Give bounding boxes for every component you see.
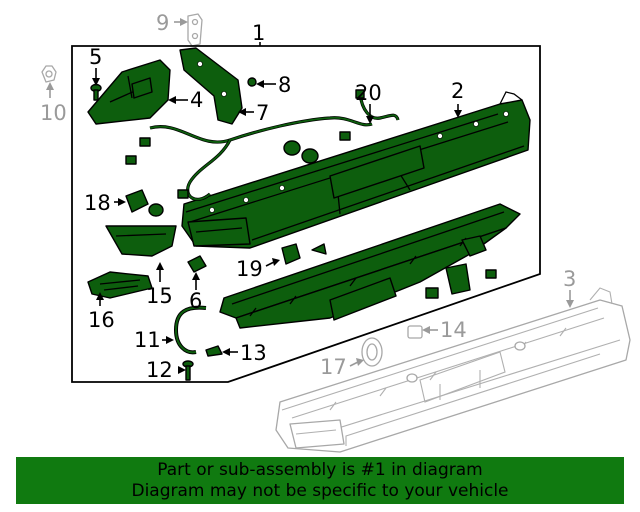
wiring-harness-part-20 xyxy=(125,89,400,201)
callout-20[interactable]: 20 xyxy=(355,81,382,105)
callout-5[interactable]: 5 xyxy=(89,45,102,69)
part-8 xyxy=(247,77,257,87)
bracket-part-11 xyxy=(173,305,207,355)
callout-10[interactable]: 10 xyxy=(40,101,67,125)
small-bracket-parts xyxy=(425,235,497,299)
bracket-part-7 xyxy=(179,47,243,125)
bolt-part-12 xyxy=(182,360,194,381)
callout-15[interactable]: 15 xyxy=(146,284,173,308)
banner-line-2: Diagram may not be specific to your vehi… xyxy=(131,481,509,501)
callout-labels: 1 2 3 4 5 6 7 8 9 10 11 12 13 14 15 16 1… xyxy=(40,11,576,382)
callout-6[interactable]: 6 xyxy=(189,289,202,313)
leader-lines xyxy=(46,18,574,374)
callout-14[interactable]: 14 xyxy=(440,318,467,342)
banner-line-1: Part or sub-assembly is #1 in diagram xyxy=(157,460,483,480)
callout-17[interactable]: 17 xyxy=(320,355,347,379)
callout-4[interactable]: 4 xyxy=(190,88,203,112)
ghost-bumper-assembly xyxy=(275,287,631,453)
callout-7[interactable]: 7 xyxy=(256,101,269,125)
ghost-part-9 xyxy=(187,13,203,47)
bolt-part-5 xyxy=(90,83,102,101)
diagram-disclaimer-banner: Part or sub-assembly is #1 in diagram Di… xyxy=(16,457,624,504)
part-18 xyxy=(125,189,164,217)
part-16 xyxy=(87,271,153,299)
callout-3[interactable]: 3 xyxy=(563,267,576,291)
step-pad-part xyxy=(219,203,521,329)
part-6 xyxy=(187,255,207,273)
callout-11[interactable]: 11 xyxy=(134,328,161,352)
ghost-part-14 xyxy=(407,325,423,339)
ghost-part-10 xyxy=(41,65,57,83)
callout-1[interactable]: 1 xyxy=(252,21,265,45)
assembly-outline xyxy=(71,45,541,383)
callout-12[interactable]: 12 xyxy=(146,358,173,382)
callout-2[interactable]: 2 xyxy=(451,79,464,103)
part-13 xyxy=(205,345,223,357)
callout-16[interactable]: 16 xyxy=(88,308,115,332)
callout-9[interactable]: 9 xyxy=(156,11,169,35)
parts-diagram: 1 2 3 4 5 6 7 8 9 10 11 12 13 14 15 16 1… xyxy=(40,11,631,453)
callout-19[interactable]: 19 xyxy=(236,257,263,281)
part-4 xyxy=(87,59,171,125)
callout-13[interactable]: 13 xyxy=(240,341,267,365)
lamp-part-15 xyxy=(105,225,177,257)
sensor-parts xyxy=(283,140,319,164)
bumper-bar-part-2 xyxy=(181,91,531,249)
ghost-part-17 xyxy=(361,337,383,367)
callout-8[interactable]: 8 xyxy=(278,73,291,97)
callout-18[interactable]: 18 xyxy=(84,191,111,215)
part-19 xyxy=(281,243,327,265)
